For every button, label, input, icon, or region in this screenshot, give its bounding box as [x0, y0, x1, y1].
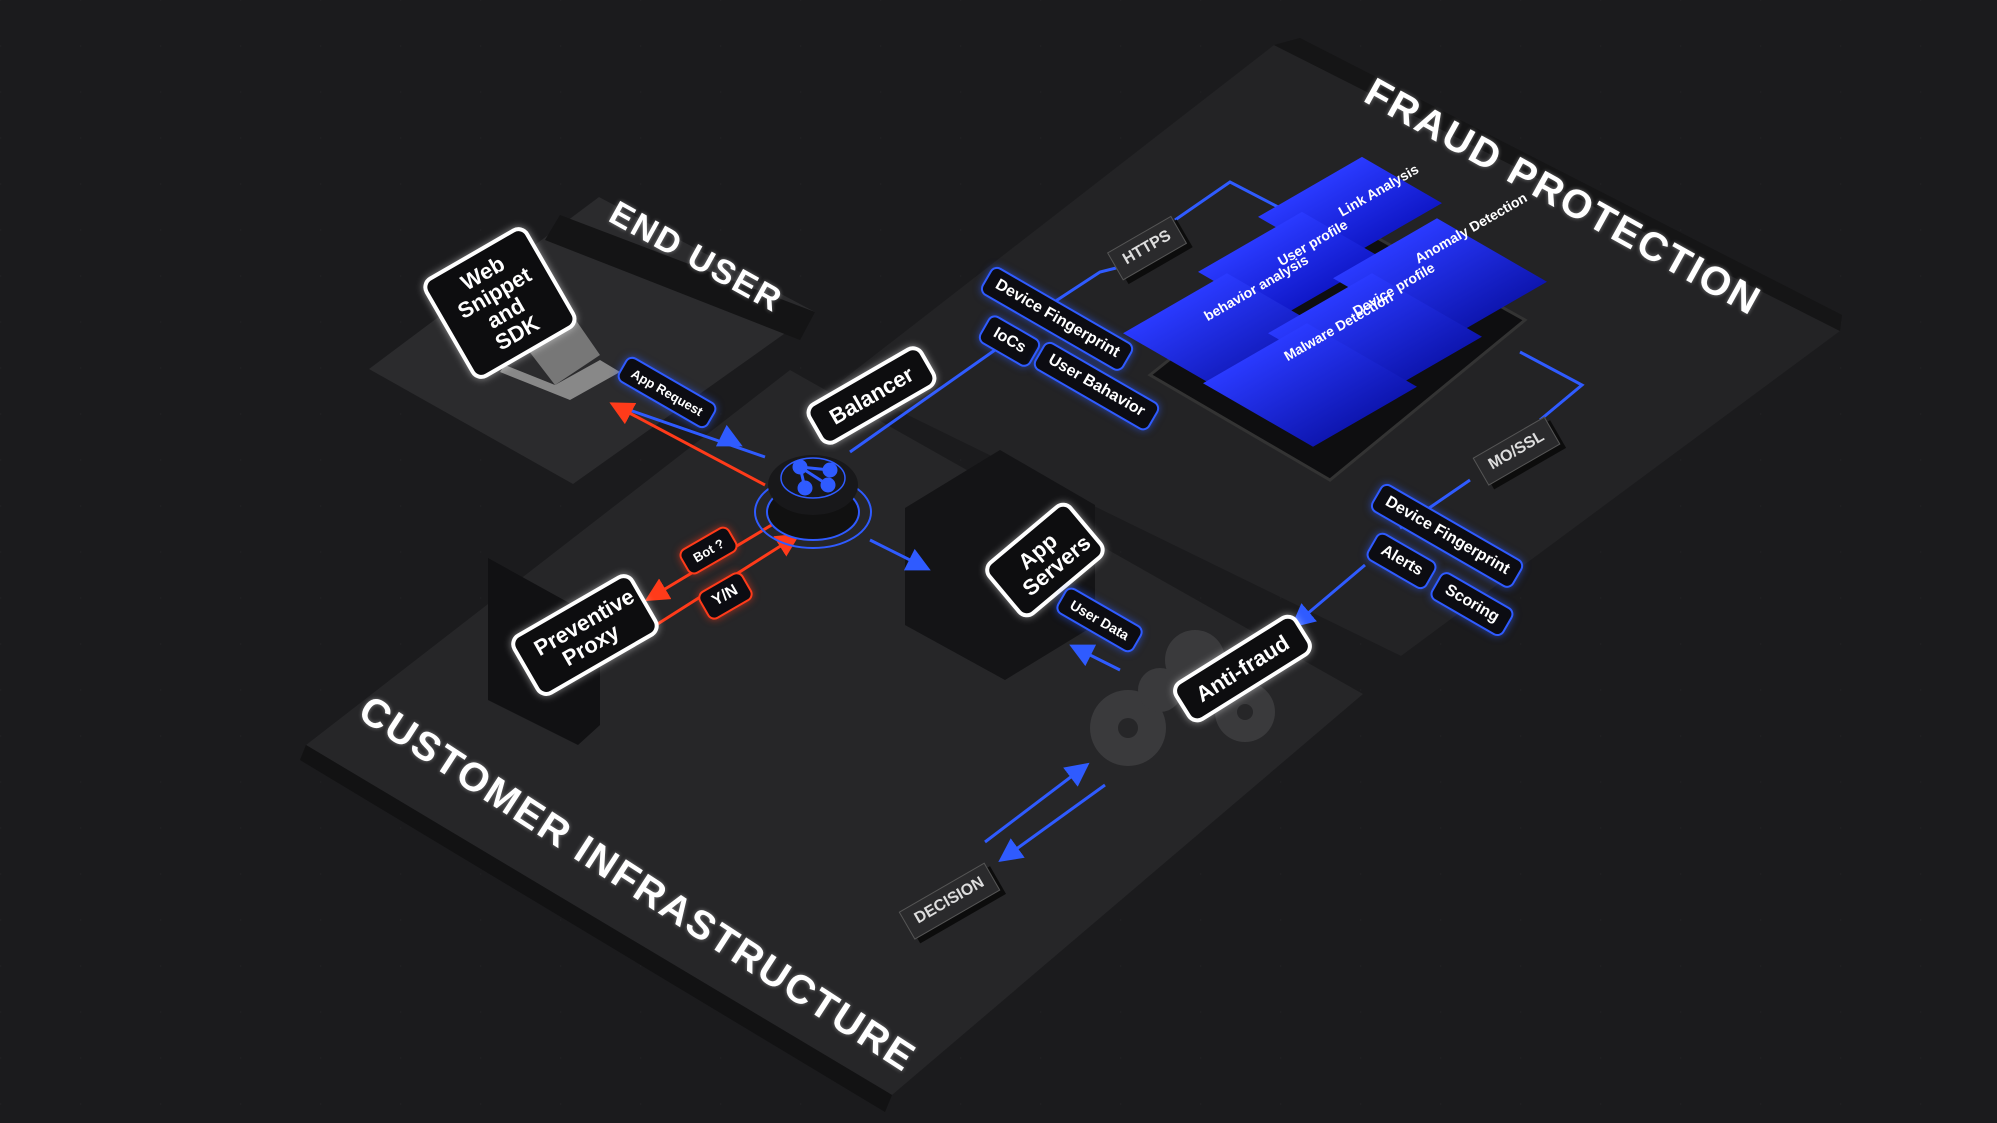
customer-infrastructure-header	[300, 745, 892, 1112]
end-user-platform	[369, 197, 815, 484]
network-icon	[792, 459, 838, 496]
balancer-hub	[754, 455, 872, 549]
end-user-header	[545, 215, 815, 340]
fraud-protection-header	[1274, 38, 1842, 331]
